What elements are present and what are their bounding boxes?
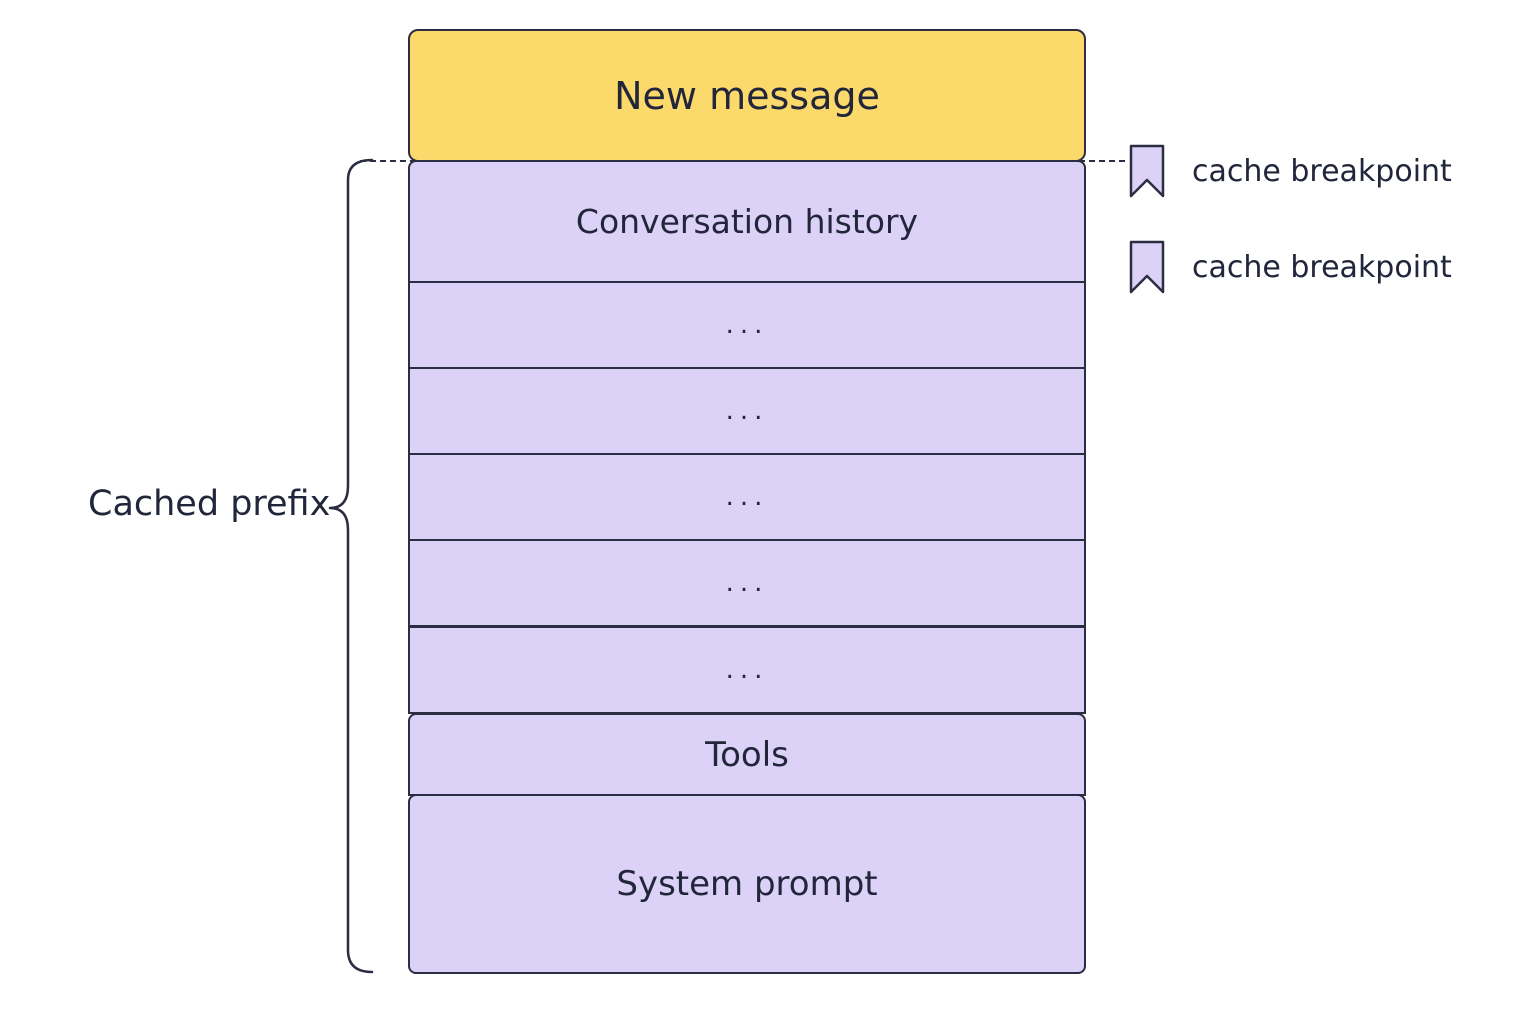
tools-block: Tools <box>408 713 1086 796</box>
ellipsis-label: ... <box>725 396 769 426</box>
legend-label: cache breakpoint <box>1192 153 1452 189</box>
history-ellipsis-row: ... <box>408 453 1086 541</box>
ellipsis-label: ... <box>725 310 769 340</box>
new-message-block: New message <box>408 29 1086 162</box>
cache-breakpoint-dashed-line <box>360 160 1125 162</box>
tools-label: Tools <box>705 734 789 775</box>
system-prompt-label: System prompt <box>616 864 878 904</box>
new-message-label: New message <box>614 73 880 118</box>
bookmark-icon <box>1129 144 1165 198</box>
conversation-history-block: Conversation history <box>408 160 1086 283</box>
ellipsis-label: ... <box>725 655 769 685</box>
history-ellipsis-row: ... <box>408 626 1086 714</box>
legend-item-cache-breakpoint: cache breakpoint <box>1128 141 1452 201</box>
history-ellipsis-row: ... <box>408 281 1086 369</box>
cached-prefix-label: Cached prefix <box>88 484 331 524</box>
history-ellipsis-row: ... <box>408 367 1086 455</box>
legend-item-cache-breakpoint: cache breakpoint <box>1128 237 1452 297</box>
conversation-history-label: Conversation history <box>575 202 919 241</box>
ellipsis-label: ... <box>725 568 769 598</box>
ellipsis-label: ... <box>725 482 769 512</box>
history-ellipsis-row: ... <box>408 539 1086 627</box>
legend-label: cache breakpoint <box>1192 249 1452 285</box>
bookmark-icon <box>1129 240 1165 294</box>
system-prompt-block: System prompt <box>408 794 1086 974</box>
cached-prefix-brace <box>328 158 374 974</box>
